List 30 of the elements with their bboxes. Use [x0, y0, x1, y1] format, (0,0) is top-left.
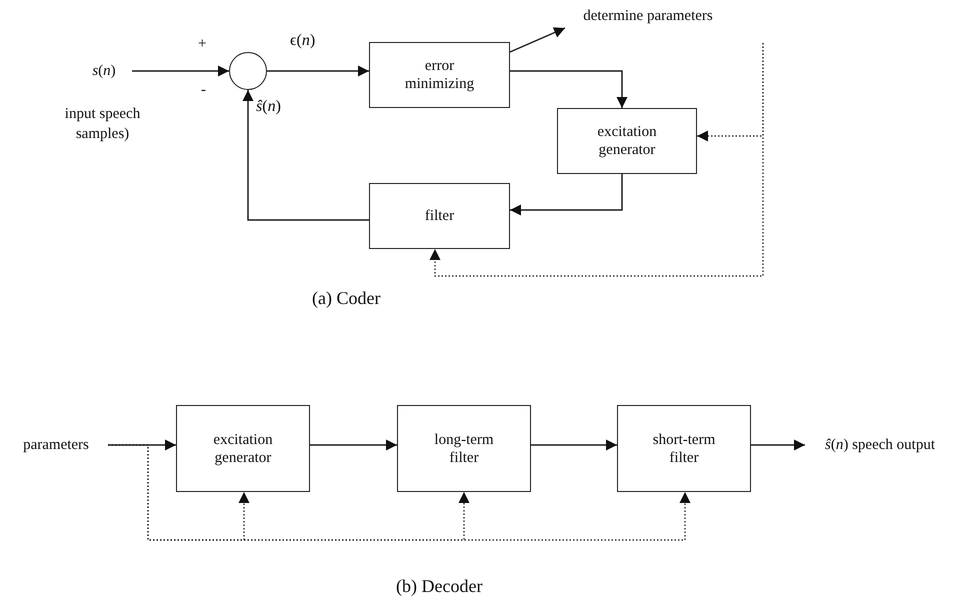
sign-label: + [198, 36, 206, 53]
arrow [242, 90, 369, 221]
output-label: ŝ(n) speech output [805, 432, 955, 458]
process-box: error minimizing [369, 42, 510, 108]
process-box: excitation generator [176, 405, 310, 492]
edge-label: ϵ(n) [288, 32, 318, 50]
output-label: determine parameters [558, 4, 738, 28]
process-box: long-term filter [397, 405, 531, 492]
process-box: short-term filter [617, 405, 751, 492]
arrow [267, 66, 369, 76]
arrow [132, 66, 229, 76]
input-label: parameters [4, 434, 108, 456]
arrow [751, 440, 805, 450]
signal-label: s(n) [76, 60, 132, 82]
arrow [510, 27, 566, 53]
dotted-arrow [108, 444, 690, 541]
arrow [510, 70, 628, 108]
signal-caption: input speech samples) [64, 105, 142, 144]
summing-junction [229, 52, 267, 90]
sign-label: - [201, 82, 206, 99]
arrow [510, 174, 623, 216]
process-box: filter [369, 183, 510, 249]
edge-label: ŝ(n) [254, 98, 283, 116]
figure-caption: (b) Decoder [396, 576, 482, 597]
process-box: excitation generator [557, 108, 697, 174]
dotted-arrow [430, 43, 764, 277]
arrow [310, 440, 397, 450]
arrow [531, 440, 617, 450]
arrow [108, 440, 176, 450]
figure-caption: (a) Coder [312, 288, 380, 309]
